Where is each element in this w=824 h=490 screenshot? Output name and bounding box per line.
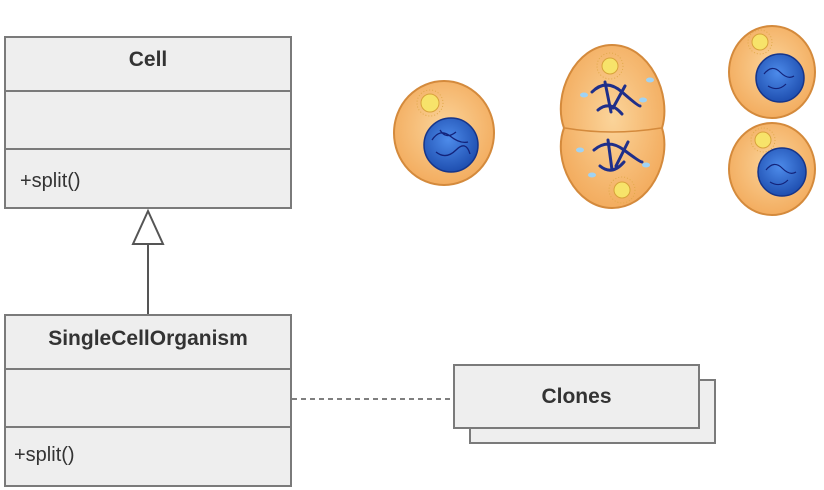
single-cell-organism-operations-section: +split() (6, 426, 290, 485)
single-cell-organism-class-name: SingleCellOrganism (48, 327, 248, 350)
clones-label: Clones (541, 384, 612, 408)
single-cell-organism-attributes-section (6, 368, 290, 426)
single-cell-organism-class-box: SingleCellOrganism +split() (4, 314, 292, 487)
cell-class-name: Cell (128, 48, 168, 71)
daughter-cell-top-illustration (728, 25, 816, 119)
cell-operations-section: +split() (6, 148, 290, 207)
generalization-arrow (131, 208, 165, 314)
cell-split-operation: +split() (20, 170, 81, 192)
daughter-cell-bottom-illustration (728, 122, 816, 216)
cell-class-box: Cell +split() (4, 36, 292, 209)
single-cell-organism-split-operation: +split() (14, 444, 75, 466)
cell-attributes-section (6, 90, 290, 148)
clones-box: Clones (453, 364, 700, 429)
dividing-cell-illustration (559, 43, 666, 210)
single-cell-illustration (393, 80, 495, 186)
